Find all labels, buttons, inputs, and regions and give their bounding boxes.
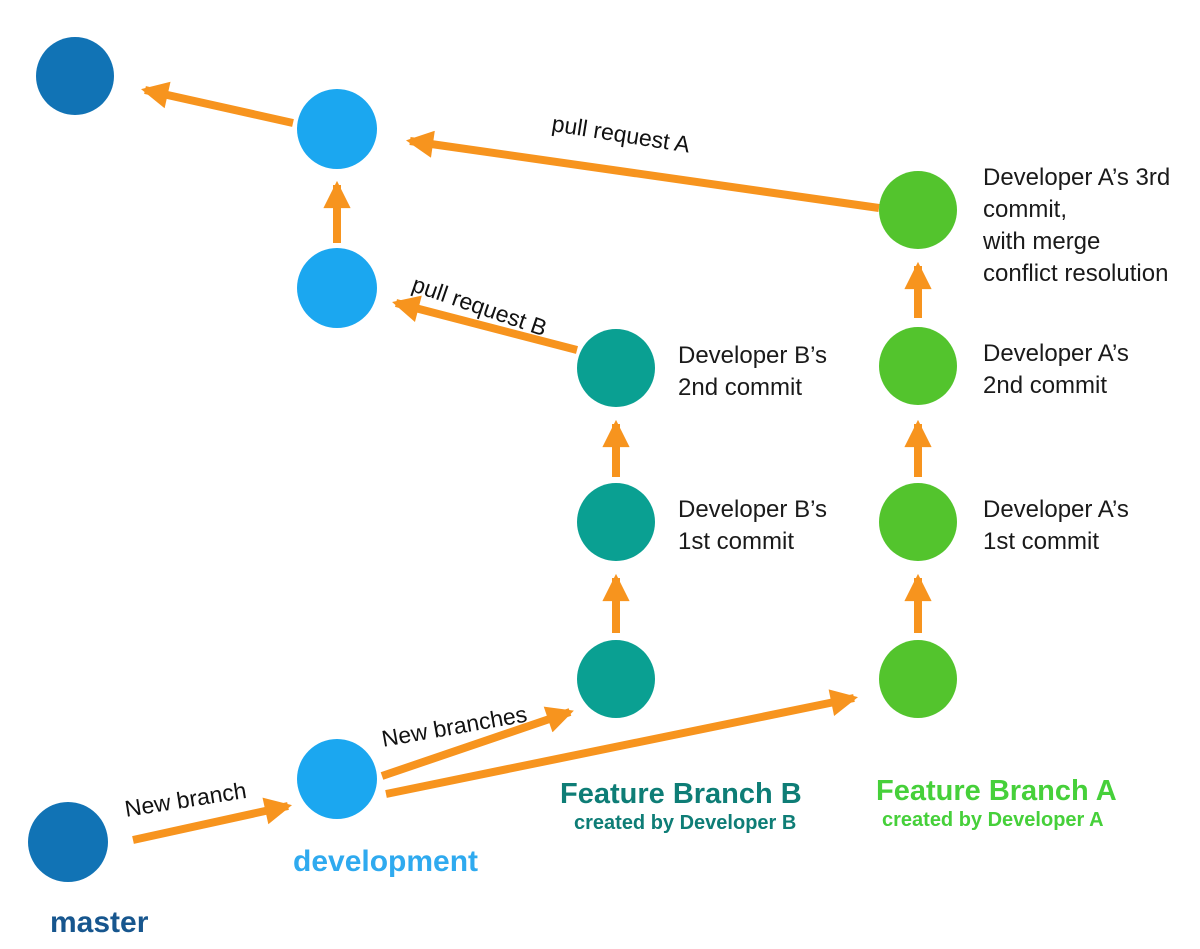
b-commit-2-node [577,329,655,407]
feature-branch-b-title: Feature Branch B [560,778,802,810]
dev-base-node [297,739,377,819]
arrow-new-branch [132,797,292,844]
arrow-new-branch-b [380,706,574,780]
a-commit-1-label: Developer A’s 1st commit [983,496,1129,555]
b-commit-2-label: Developer B’s 2nd commit [678,342,827,401]
a-commit-1-node [879,483,957,561]
dev-merge-a-node [297,89,377,169]
a-base-node [879,640,957,718]
a-commit-2-node [879,327,957,405]
master-branch-label: master [50,906,149,939]
arrow-new-branch-a [385,689,858,798]
b-commit-1-label: Developer B’s 1st commit [678,496,827,555]
arrow-pull-request-a [405,130,880,212]
arrow-pull-request-b [392,295,579,354]
feature-branch-a-title: Feature Branch A [876,775,1117,807]
dev-merge-b-node [297,248,377,328]
b-commit-1-node [577,483,655,561]
feature-branch-a-subtitle: created by Developer A [882,809,1104,831]
master-base-node [28,802,108,882]
feature-branch-b-subtitle: created by Developer B [574,812,797,834]
development-branch-label: development [293,845,479,878]
a-commit-3-node [879,171,957,249]
b-base-node [577,640,655,718]
master-tip-node [36,37,114,115]
a-commit-2-label: Developer A’s 2nd commit [983,340,1129,399]
a-commit-3-label: Developer A’s 3rd commit, with merge con… [983,164,1171,287]
arrow-merge-a-to-master [141,81,294,127]
